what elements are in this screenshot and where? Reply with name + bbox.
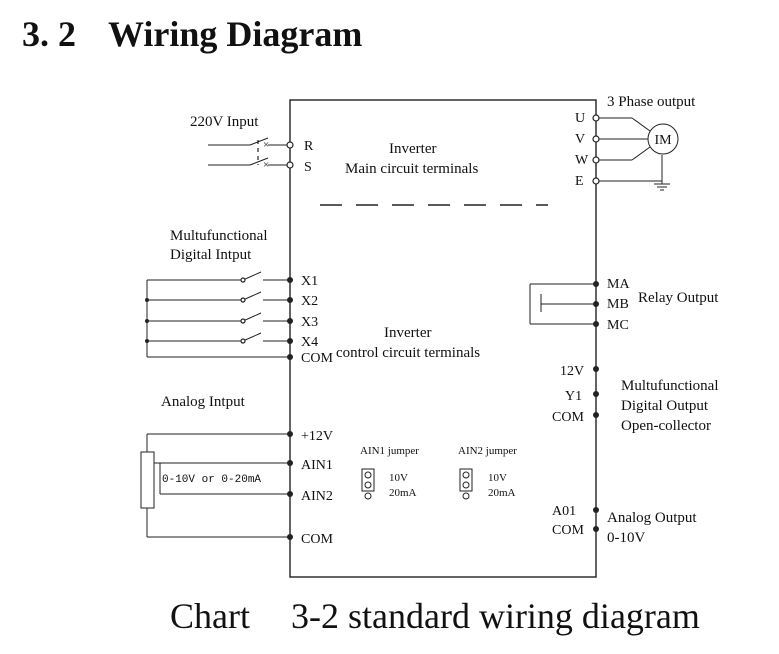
jumper1-icon <box>361 468 375 500</box>
terminal-e <box>592 177 600 185</box>
terminal-plus12v <box>287 431 293 437</box>
terminal-com-di <box>287 354 293 360</box>
control-circuit-line1: Inverter <box>384 325 431 341</box>
terminal-label-ain2: AIN2 <box>301 489 333 504</box>
relay-output-label: Relay Output <box>638 290 719 306</box>
motor-label: IM <box>654 133 672 148</box>
terminal-u <box>592 114 600 122</box>
control-circuit-line2: control circuit terminals <box>336 345 480 361</box>
digital-output-label-2: Digital Output <box>621 398 709 414</box>
caption-text: 3-2 standard wiring diagram <box>291 596 700 636</box>
terminal-ma <box>593 281 599 287</box>
relay-wiring <box>529 283 596 325</box>
terminal-12v <box>593 366 599 372</box>
terminal-ain1 <box>287 460 293 466</box>
terminal-label-u: U <box>575 111 585 126</box>
terminal-mc <box>593 321 599 327</box>
jumper2-opt2: 20mA <box>488 487 516 499</box>
terminal-x2 <box>287 297 293 303</box>
terminal-a01 <box>593 507 599 513</box>
terminal-label-a01: A01 <box>552 504 576 519</box>
terminal-label-plus12v: +12V <box>301 429 333 444</box>
terminal-x3 <box>287 318 293 324</box>
svg-text:×: × <box>263 159 269 171</box>
terminal-label-e: E <box>575 174 584 189</box>
jumper1-opt2: 20mA <box>389 487 417 499</box>
jumper1-opt1: 10V <box>389 472 408 484</box>
terminal-ain2 <box>287 491 293 497</box>
motor-output-label: 3 Phase output <box>607 94 696 110</box>
digital-output-label-1: Multufunctional <box>621 378 719 394</box>
section-number: 3. 2 <box>22 14 76 54</box>
analog-output-label-1: Analog Output <box>607 510 697 526</box>
jumper2-title: AIN2 jumper <box>458 445 517 457</box>
analog-output-label-2: 0-10V <box>607 530 645 546</box>
jumper2-icon <box>459 468 473 500</box>
terminal-label-y1: Y1 <box>565 389 582 404</box>
terminal-y1 <box>593 391 599 397</box>
terminal-label-com-ai: COM <box>301 532 333 547</box>
terminal-label-x2: X2 <box>301 294 318 309</box>
terminal-com-do <box>593 412 599 418</box>
terminal-label-x3: X3 <box>301 315 318 330</box>
section-title: Wiring Diagram <box>108 14 362 54</box>
terminal-com-ai <box>287 534 293 540</box>
terminal-label-s: S <box>304 160 312 175</box>
power-input-label: 220V Input <box>190 114 259 130</box>
terminal-label-mc: MC <box>607 318 629 333</box>
analog-range-label: 0-10V or 0-20mA <box>162 474 261 486</box>
terminal-label-x1: X1 <box>301 274 318 289</box>
motor-symbol <box>647 123 679 155</box>
terminal-x1 <box>287 277 293 283</box>
jumper2-opt1: 10V <box>488 472 507 484</box>
main-circuit-line2: Main circuit terminals <box>345 161 478 177</box>
terminal-label-x4: X4 <box>301 335 318 350</box>
terminal-label-r: R <box>304 139 314 154</box>
terminal-label-v: V <box>575 132 585 147</box>
terminal-label-12v: 12V <box>560 364 584 379</box>
terminal-w <box>592 156 600 164</box>
analog-input-label: Analog Intput <box>161 394 246 410</box>
caption-prefix: Chart <box>170 596 250 636</box>
terminal-label-w: W <box>575 153 589 168</box>
terminal-label-mb: MB <box>607 297 629 312</box>
analog-input-wiring <box>140 433 290 538</box>
terminal-v <box>592 135 600 143</box>
svg-text:×: × <box>263 139 269 151</box>
digital-input-wiring <box>145 271 290 358</box>
power-input-wiring: × × <box>208 137 290 171</box>
terminal-label-com-do: COM <box>552 410 584 425</box>
terminal-label-ma: MA <box>607 277 630 292</box>
main-circuit-line1: Inverter <box>389 141 436 157</box>
terminal-label-com-di: COM <box>301 351 333 366</box>
jumper1-title: AIN1 jumper <box>360 445 419 457</box>
terminal-r <box>286 141 294 149</box>
motor-wiring <box>599 117 670 191</box>
terminal-s <box>286 161 294 169</box>
digital-input-label-1: Multufunctional <box>170 228 268 244</box>
terminal-label-com-ao: COM <box>552 523 584 538</box>
terminal-mb <box>593 301 599 307</box>
terminal-com-ao <box>593 526 599 532</box>
digital-output-label-3: Open-collector <box>621 418 711 434</box>
digital-input-label-2: Digital Intput <box>170 247 252 263</box>
terminal-label-ain1: AIN1 <box>301 458 333 473</box>
terminal-x4 <box>287 338 293 344</box>
